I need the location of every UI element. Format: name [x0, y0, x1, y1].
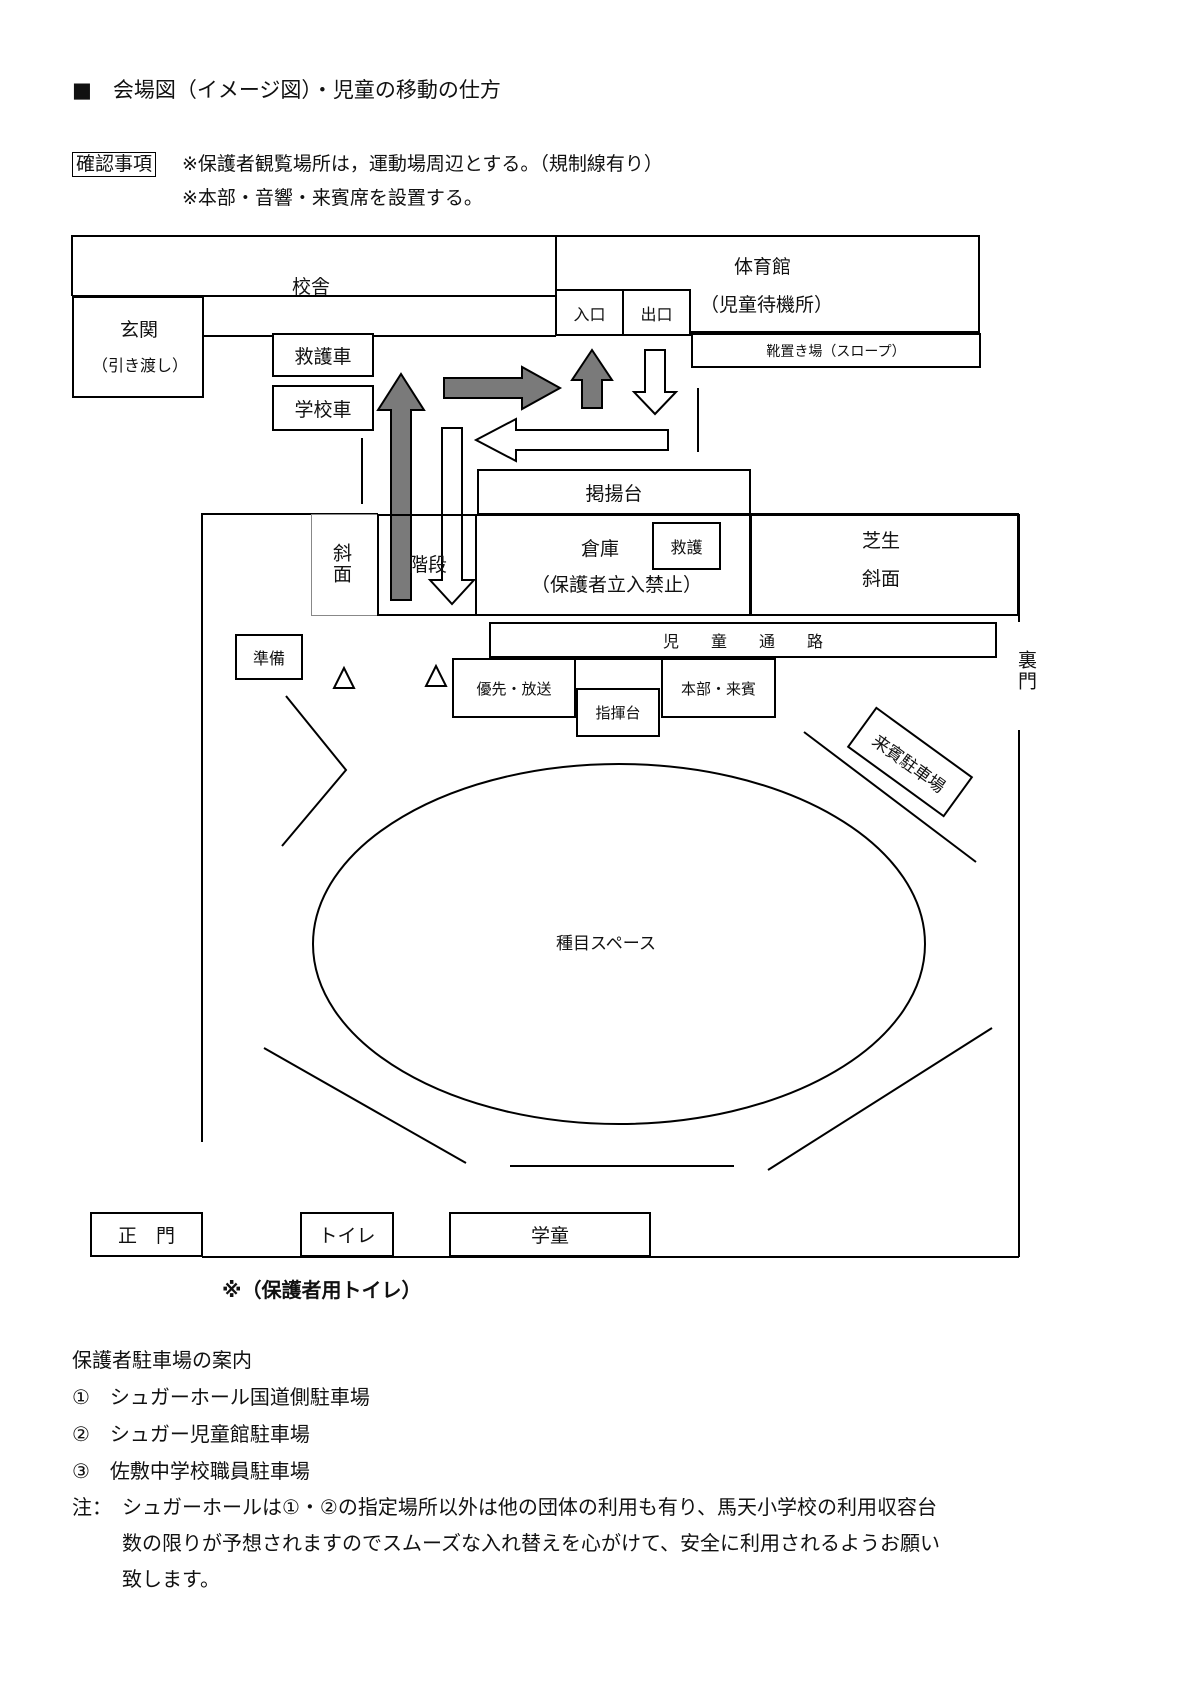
stairs-label: 階段	[409, 554, 448, 576]
priority-broadcast-box: 優先・放送	[452, 658, 576, 718]
after-school-box: 学童	[449, 1212, 651, 1257]
left-slope-label: 斜面	[330, 543, 352, 585]
gym-exit-label: 出口	[640, 304, 673, 324]
arrow-down-white-long	[427, 427, 477, 606]
entrance-box: 玄関 （引き渡し）	[72, 296, 204, 398]
storage-label: 倉庫	[581, 538, 620, 560]
hq-guest-box: 本部・来賓	[661, 658, 776, 718]
school-car-box: 学校車	[272, 385, 374, 431]
arrow-down-white	[631, 349, 679, 416]
child-path-label: 児 童 通 路	[662, 632, 823, 651]
gym-entrance-box: 入口	[555, 289, 624, 336]
parking-note-line-2: 数の限りが予想されますのでスムーズな入れ替えを心がけて、安全に利用されるようお願…	[122, 1531, 940, 1555]
toilet-note: ※（保護者用トイレ）	[222, 1278, 422, 1302]
left-slope-box: 斜面	[311, 514, 379, 616]
school-car-label: 学校車	[294, 398, 352, 421]
ambulance-label: 救護車	[294, 345, 352, 368]
back-gate-label: 裏門	[1015, 650, 1037, 692]
entrance-label: 玄関	[120, 319, 159, 341]
flag-stand-label: 掲揚台	[585, 482, 643, 505]
flag-stand-box: 掲揚台	[477, 469, 751, 515]
gym-exit-box: 出口	[622, 289, 691, 336]
cone-marker	[332, 665, 356, 689]
arrow-up-gray-long	[376, 372, 426, 601]
confirm-label: 確認事項	[72, 152, 157, 177]
storage-sub-label: （保護者立入禁止）	[531, 574, 703, 596]
lawn-slope-label-2: 斜面	[862, 568, 901, 590]
main-gate-label: 正 門	[117, 1225, 175, 1247]
parking-item-1: ① シュガーホール国道側駐車場	[72, 1385, 370, 1409]
event-space-ellipse	[312, 763, 926, 1125]
shoe-area-box: 靴置き場（スロープ）	[691, 333, 981, 368]
parking-note-line-1: シュガーホールは①・②の指定場所以外は他の団体の利用も有り、馬天小学校の利用収容…	[122, 1495, 938, 1519]
toilet-label: トイレ	[318, 1225, 376, 1247]
parking-item-3: ③ 佐敷中学校職員駐車場	[72, 1459, 310, 1483]
gym-entrance-label: 入口	[573, 304, 606, 324]
parking-note-line-3: 致します。	[122, 1567, 220, 1591]
cone-marker	[424, 663, 448, 687]
note-setup: ※本部・音響・来賓席を設置する。	[182, 187, 483, 209]
school-building-label: 校舎	[292, 276, 331, 298]
first-aid-label: 救護	[670, 538, 703, 557]
gym-label: 体育館	[734, 256, 792, 278]
arrow-up-gray	[570, 348, 614, 409]
gym-sub-label: （児童待機所）	[700, 294, 834, 316]
main-gate-box: 正 門	[90, 1212, 203, 1257]
parking-item-2: ② シュガー児童館駐車場	[72, 1422, 310, 1446]
arrow-left-white	[473, 417, 669, 463]
parking-note-label: 注：	[72, 1495, 112, 1519]
event-space-label: 種目スペース	[556, 934, 656, 954]
conductor-label: 指揮台	[595, 704, 641, 722]
entrance-sub-label: （引き渡し）	[92, 356, 189, 375]
conductor-connector	[574, 658, 663, 690]
lawn-slope-label-1: 芝生	[862, 530, 901, 552]
first-aid-box: 救護	[652, 522, 721, 570]
ambulance-box: 救護車	[272, 333, 374, 377]
conductor-box: 指揮台	[576, 688, 660, 737]
priority-broadcast-label: 優先・放送	[476, 679, 552, 698]
hq-guest-label: 本部・来賓	[680, 679, 756, 698]
toilet-box: トイレ	[300, 1212, 394, 1257]
lawn-slope-box: 芝生 斜面	[750, 514, 1019, 616]
note-observation: ※保護者観覧場所は，運動場周辺とする。（規制線有り）	[182, 153, 663, 175]
stairs-box: 階段	[377, 514, 477, 616]
arrow-right-gray	[443, 365, 563, 411]
parking-heading: 保護者駐車場の案内	[72, 1348, 252, 1372]
child-path-box: 児 童 通 路	[489, 622, 997, 658]
page-title: ■ 会場図（イメージ図）・児童の移動の仕方	[72, 78, 501, 102]
shoe-area-label: 靴置き場（スロープ）	[766, 343, 906, 360]
prep-label: 準備	[252, 649, 285, 668]
after-school-label: 学童	[530, 1225, 569, 1247]
prep-box: 準備	[235, 634, 303, 680]
